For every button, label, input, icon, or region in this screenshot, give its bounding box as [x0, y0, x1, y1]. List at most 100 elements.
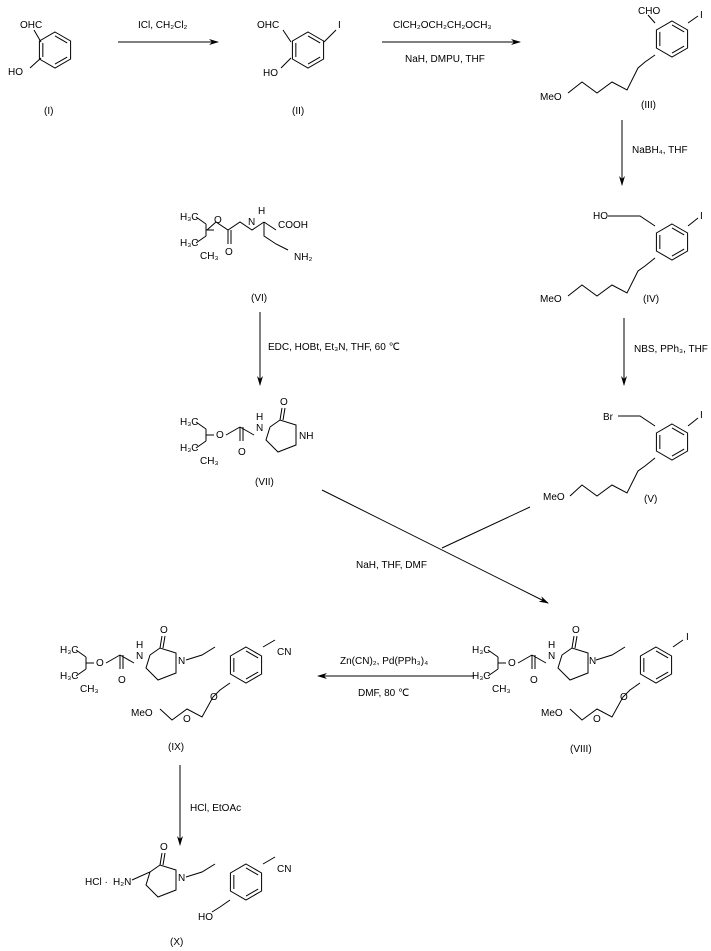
double-bond [671, 227, 685, 236]
atom-label: H₃C [180, 443, 199, 454]
atom-label: MeO [541, 708, 563, 719]
compound-label: (II) [292, 106, 304, 117]
double-bond [245, 650, 259, 659]
atom-label: CH₃ [80, 684, 99, 695]
atom-label: CN [277, 647, 291, 658]
atom-label: O [593, 714, 601, 725]
atom-label: H₃C [180, 238, 199, 249]
atom-label: Br [603, 412, 614, 423]
atom-label: HO [263, 68, 278, 79]
atom-label: O [160, 842, 168, 853]
atom-label: OHC [20, 20, 42, 31]
atom-label: N [136, 651, 143, 662]
atom-label: O [160, 625, 168, 636]
atom-label: O [118, 675, 126, 686]
atom-label: O [508, 658, 516, 669]
atom-label: I [700, 10, 703, 21]
double-bond [245, 671, 259, 680]
reagent-text: NBS, PPh₃, THF [634, 344, 708, 355]
reaction-arrow [321, 489, 549, 604]
atom-label: N [178, 873, 185, 884]
compound-label: (III) [641, 100, 656, 111]
double-bond [671, 45, 685, 54]
atom-label: H [548, 640, 555, 651]
atom-label: I [686, 632, 689, 643]
double-bond [54, 56, 68, 65]
atom-label: H₃C [180, 212, 199, 223]
compound-label: (VII) [255, 477, 274, 488]
atom-label: O [620, 692, 628, 703]
compound-X: HCl · H₂N O N CN HO (X) [85, 842, 291, 948]
benzene-ring [655, 20, 689, 58]
compound-IX: H₃C H₃C CH₃ O O N H O N CN O O MeO (IX) [60, 625, 291, 753]
double-bond [54, 35, 68, 44]
atom-label: OHC [257, 20, 279, 31]
benzene-ring [291, 31, 325, 69]
compound-label: (I) [44, 106, 53, 117]
compound-label: (X) [170, 937, 183, 948]
atom-label: O [210, 692, 218, 703]
atom-label: H₃C [180, 417, 199, 428]
atom-label: CHO [638, 6, 660, 17]
double-bond [245, 888, 259, 897]
atom-label: O [214, 215, 222, 226]
reaction-arrow-branch [441, 506, 531, 549]
double-bond [655, 671, 669, 680]
compound-label: (V) [644, 494, 657, 505]
reagent-text: Zn(CN)₂, Pd(PPh₃)₄ [340, 656, 428, 667]
benzene-ring [38, 31, 72, 69]
reagent-text: EDC, HOBt, Et₃N, THF, 60 ℃ [268, 342, 400, 353]
reagent-text: NaH, THF, DMF [356, 560, 427, 571]
double-bond [307, 35, 321, 44]
atom-label: HO [8, 67, 23, 78]
atom-label: H [258, 206, 265, 217]
double-bond [307, 56, 321, 65]
double-bond [655, 650, 669, 659]
atom-label: CH₃ [200, 251, 219, 262]
compound-label: (IX) [168, 742, 184, 753]
atom-label: O [183, 714, 191, 725]
atom-label: O [530, 675, 538, 686]
atom-label: O [96, 658, 104, 669]
compound-label: (VIII) [570, 744, 592, 755]
compound-VI: H₃C H₃C CH₃ O O N H COOH NH₂ (VI) [180, 206, 312, 304]
atom-label: CH₃ [492, 684, 511, 695]
atom-label: MeO [540, 294, 562, 305]
atom-label: HCl · [85, 877, 108, 888]
atom-label: N [548, 651, 555, 662]
atom-label: H₃C [60, 671, 79, 682]
atom-label: H [136, 640, 143, 651]
double-bond [671, 427, 685, 436]
reagent-text: DMF, 80 ℃ [358, 688, 409, 699]
compound-V: Br I MeO (V) [543, 410, 703, 505]
reagent-text: ICl, CH₂Cl₂ [138, 20, 188, 31]
atom-label: MeO [543, 492, 565, 503]
double-bond [245, 867, 259, 876]
compound-VIII: H₃C H₃C CH₃ O O N H O N I O O MeO (VIII) [472, 625, 689, 755]
atom-label: O [225, 247, 233, 258]
atom-label: NH₂ [294, 252, 312, 263]
compound-label: (IV) [643, 294, 659, 305]
atom-label: CH₃ [200, 456, 219, 467]
compound-II: OHC HO I (II) [257, 20, 341, 117]
atom-label: O [238, 447, 246, 458]
atom-label: HO [593, 211, 608, 222]
atom-label: CN [277, 864, 291, 875]
atom-label: COOH [278, 220, 308, 231]
compound-label: (VI) [251, 293, 267, 304]
reagent-text: NaH, DMPU, THF [405, 54, 485, 65]
atom-label: H₃C [60, 645, 79, 656]
compound-I: OHC HO (I) [8, 20, 53, 117]
benzene-ring [229, 863, 263, 901]
compound-IV: HO I MeO (IV) [540, 211, 703, 305]
reagent-text: HCl, EtOAc [190, 803, 241, 814]
atom-label: H₃C [472, 645, 491, 656]
double-bond [671, 448, 685, 457]
benzene-ring [639, 646, 673, 684]
atom-label: H₃C [472, 671, 491, 682]
atom-label: I [700, 211, 703, 222]
atom-label: H₂N [113, 877, 131, 888]
reagent-text: ClCH₂OCH₂CH₂OCH₃ [393, 20, 492, 31]
atom-label: O [216, 430, 224, 441]
